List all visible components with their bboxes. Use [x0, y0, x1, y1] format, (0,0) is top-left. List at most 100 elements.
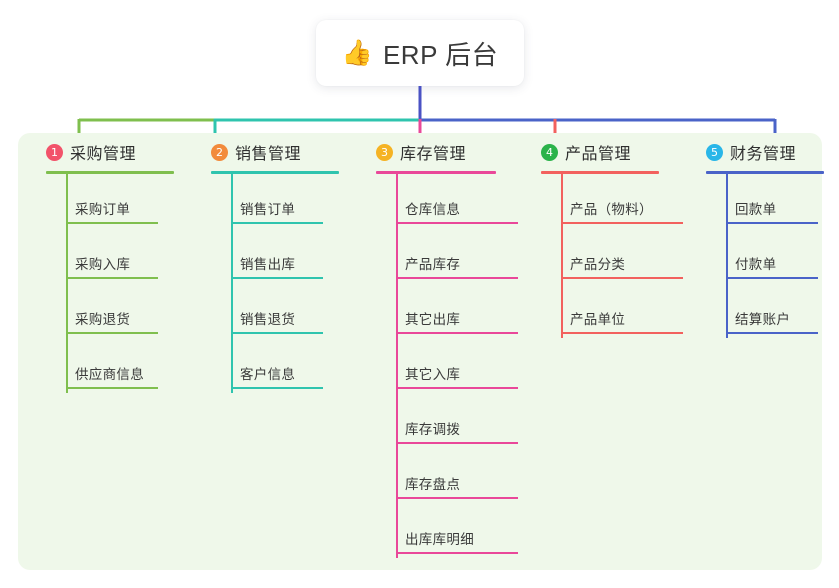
tree-item-underline — [66, 222, 158, 224]
column-items-3: 仓库信息产品库存其它出库其它入库库存调拨库存盘点出库库明细 — [367, 173, 532, 558]
tree-item-label: 出库库明细 — [405, 532, 474, 547]
column-header-1[interactable]: 1 采购管理 — [37, 133, 202, 171]
tree-item-underline — [396, 277, 518, 279]
column-spine-4 — [561, 173, 563, 338]
tree-item[interactable]: 产品单位 — [532, 283, 697, 338]
tree-item-underline — [231, 222, 323, 224]
tree-item-underline — [726, 332, 818, 334]
tree-item-label: 库存盘点 — [405, 477, 461, 492]
diagram-panel — [18, 133, 822, 570]
column-underline-2 — [211, 171, 339, 174]
tree-item[interactable]: 采购入库 — [37, 228, 202, 283]
tree-item-label: 产品（物料） — [570, 202, 653, 217]
tree-item-label: 产品分类 — [570, 257, 626, 272]
column-spine-5 — [726, 173, 728, 338]
tree-item[interactable]: 其它出库 — [367, 283, 532, 338]
column-underline-5 — [706, 171, 824, 174]
tree-item-label: 产品单位 — [570, 312, 626, 327]
tree-item[interactable]: 供应商信息 — [37, 338, 202, 393]
tree-item[interactable]: 产品库存 — [367, 228, 532, 283]
column-header-4[interactable]: 4 产品管理 — [532, 133, 697, 171]
tree-item-underline — [726, 222, 818, 224]
tree-item[interactable]: 库存调拨 — [367, 393, 532, 448]
column-badge-1: 1 — [46, 143, 63, 161]
column-underline-3 — [376, 171, 496, 174]
root-node-title: ERP 后台 — [382, 39, 499, 70]
tree-item-label: 供应商信息 — [75, 367, 144, 382]
tree-item-label: 仓库信息 — [405, 202, 461, 217]
tree-item-underline — [231, 332, 323, 334]
tree-item[interactable]: 仓库信息 — [367, 173, 532, 228]
tree-item-underline — [396, 222, 518, 224]
column-4: 4 产品管理产品（物料） 产品分类产品单位 — [532, 133, 697, 338]
column-header-5[interactable]: 5 财务管理 — [697, 133, 839, 171]
tree-item-label: 客户信息 — [240, 367, 296, 382]
column-spine-1 — [66, 173, 68, 393]
tree-item[interactable]: 库存盘点 — [367, 448, 532, 503]
tree-item-underline — [396, 552, 518, 554]
column-items-2: 销售订单销售出库销售退货客户信息 — [202, 173, 367, 393]
column-1: 1 采购管理采购订单采购入库采购退货供应商信息 — [37, 133, 202, 393]
column-items-4: 产品（物料） 产品分类产品单位 — [532, 173, 697, 338]
tree-item-label: 付款单 — [735, 257, 777, 272]
column-underline-4 — [541, 171, 659, 174]
tree-item-underline — [66, 387, 158, 389]
column-title-4: 产品管理 — [565, 146, 632, 163]
tree-item-label: 其它出库 — [405, 312, 461, 327]
tree-item-label: 销售退货 — [240, 312, 296, 327]
column-header-3[interactable]: 3 库存管理 — [367, 133, 532, 171]
tree-item-label: 回款单 — [735, 202, 777, 217]
tree-item-underline — [396, 442, 518, 444]
tree-item-underline — [561, 332, 683, 334]
tree-item-underline — [396, 497, 518, 499]
tree-item-label: 采购订单 — [75, 202, 131, 217]
tree-item-label: 采购入库 — [75, 257, 131, 272]
column-5: 5 财务管理回款单付款单结算账户 — [697, 133, 839, 338]
tree-item-underline — [231, 277, 323, 279]
root-node[interactable]: 👍 ERP 后台 — [316, 20, 524, 86]
tree-item-label: 其它入库 — [405, 367, 461, 382]
column-badge-4: 4 — [541, 143, 558, 161]
column-title-2: 销售管理 — [235, 146, 302, 163]
tree-item[interactable]: 销售退货 — [202, 283, 367, 338]
tree-item-label: 采购退货 — [75, 312, 131, 327]
column-spine-2 — [231, 173, 233, 393]
tree-item-underline — [561, 222, 683, 224]
tree-item[interactable]: 回款单 — [697, 173, 839, 228]
tree-item-underline — [396, 332, 518, 334]
column-title-3: 库存管理 — [400, 146, 467, 163]
column-spine-3 — [396, 173, 398, 558]
tree-item[interactable]: 付款单 — [697, 228, 839, 283]
tree-item[interactable]: 结算账户 — [697, 283, 839, 338]
tree-item[interactable]: 销售出库 — [202, 228, 367, 283]
tree-item-label: 销售订单 — [240, 202, 296, 217]
tree-item[interactable]: 采购退货 — [37, 283, 202, 338]
tree-item[interactable]: 其它入库 — [367, 338, 532, 393]
tree-item-label: 库存调拨 — [405, 422, 461, 437]
tree-item-label: 结算账户 — [735, 312, 791, 327]
column-badge-3: 3 — [376, 143, 393, 161]
column-items-1: 采购订单采购入库采购退货供应商信息 — [37, 173, 202, 393]
thumbs-up-icon: 👍 — [341, 38, 373, 67]
tree-item[interactable]: 销售订单 — [202, 173, 367, 228]
tree-item-underline — [231, 387, 323, 389]
tree-item-underline — [726, 277, 818, 279]
column-title-1: 采购管理 — [70, 146, 137, 163]
column-title-5: 财务管理 — [730, 146, 797, 163]
tree-item[interactable]: 采购订单 — [37, 173, 202, 228]
column-badge-5: 5 — [706, 143, 723, 161]
tree-item[interactable]: 出库库明细 — [367, 503, 532, 558]
column-items-5: 回款单付款单结算账户 — [697, 173, 839, 338]
tree-item[interactable]: 产品（物料） — [532, 173, 697, 228]
tree-item-label: 产品库存 — [405, 257, 461, 272]
tree-item[interactable]: 客户信息 — [202, 338, 367, 393]
tree-item-underline — [396, 387, 518, 389]
tree-item-underline — [66, 277, 158, 279]
tree-item[interactable]: 产品分类 — [532, 228, 697, 283]
tree-item-underline — [66, 332, 158, 334]
tree-item-label: 销售出库 — [240, 257, 296, 272]
